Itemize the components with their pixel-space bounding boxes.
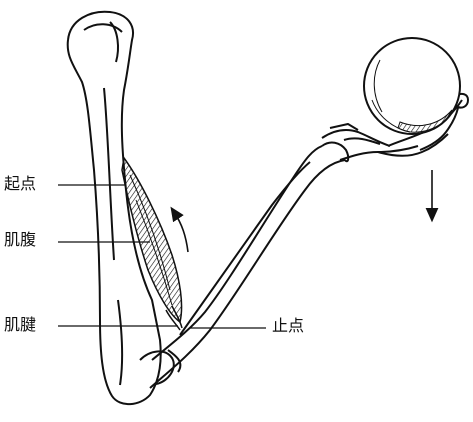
contraction-arrow (174, 212, 188, 252)
ball (364, 38, 460, 134)
label-muscle-belly: 肌腹 (4, 232, 36, 248)
label-tendon: 肌腱 (4, 317, 36, 333)
label-insertion: 止点 (272, 318, 304, 334)
curved-arrow-icon (174, 212, 188, 252)
label-origin: 起点 (4, 176, 36, 192)
